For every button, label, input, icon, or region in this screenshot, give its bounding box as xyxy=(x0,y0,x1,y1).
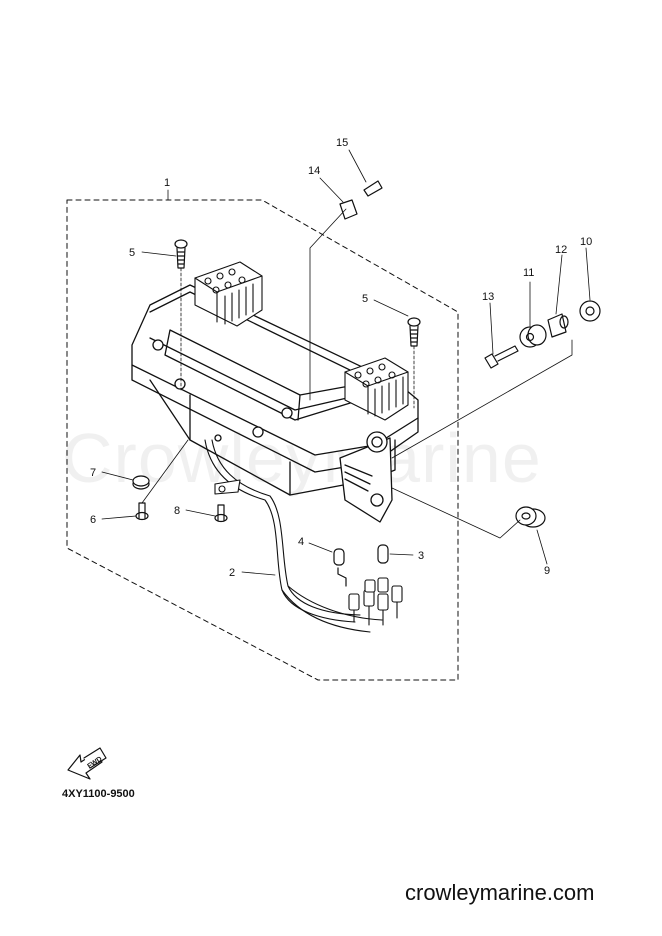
callout-2: 2 xyxy=(229,567,235,579)
drawing-code: 4XY1100-9500 xyxy=(62,788,135,800)
wire-harness xyxy=(204,439,403,633)
callout-9: 9 xyxy=(544,565,550,577)
callout-10: 10 xyxy=(580,236,592,248)
heatsink-right xyxy=(344,357,409,421)
callout-11: 11 xyxy=(523,267,534,279)
callout-13: 13 xyxy=(482,291,494,303)
grommet-9 xyxy=(515,506,546,528)
callout-14: 14 xyxy=(308,165,320,177)
grommet-11 xyxy=(519,324,547,348)
footer-site-name: crowleymarine.com xyxy=(405,880,595,905)
fwd-arrow-icon: FWD xyxy=(67,747,107,780)
callout-12: 12 xyxy=(555,244,567,256)
bulb-4 xyxy=(333,548,347,587)
heatsink-left xyxy=(194,261,263,327)
screw-5-upper xyxy=(174,239,188,391)
leader-mount-line xyxy=(391,339,573,459)
callout-5-upper: 5 xyxy=(129,247,135,259)
grommet-7 xyxy=(132,475,150,490)
bulb-15 xyxy=(363,180,383,197)
meter-housing xyxy=(131,284,419,523)
collar-12 xyxy=(547,313,569,338)
leader-9-line xyxy=(391,487,521,539)
bulb-socket-14 xyxy=(309,199,358,401)
assembly-boundary xyxy=(66,199,459,681)
callout-numbers: 1 5 5 7 6 8 2 4 3 9 10 12 11 13 14 15 xyxy=(90,137,592,579)
callout-4: 4 xyxy=(298,536,304,548)
bolt-8 xyxy=(214,504,228,523)
callout-1: 1 xyxy=(164,177,170,189)
callout-15: 15 xyxy=(336,137,348,149)
screw-5-lower xyxy=(407,317,421,409)
bolt-13 xyxy=(484,345,519,369)
callout-6: 6 xyxy=(90,514,96,526)
leader-lines xyxy=(101,149,591,576)
callout-7: 7 xyxy=(90,467,96,479)
callout-3: 3 xyxy=(418,550,424,562)
washer-10 xyxy=(579,300,601,322)
bulb-3 xyxy=(377,544,389,564)
callout-5-lower: 5 xyxy=(362,293,368,305)
callout-8: 8 xyxy=(174,505,180,517)
